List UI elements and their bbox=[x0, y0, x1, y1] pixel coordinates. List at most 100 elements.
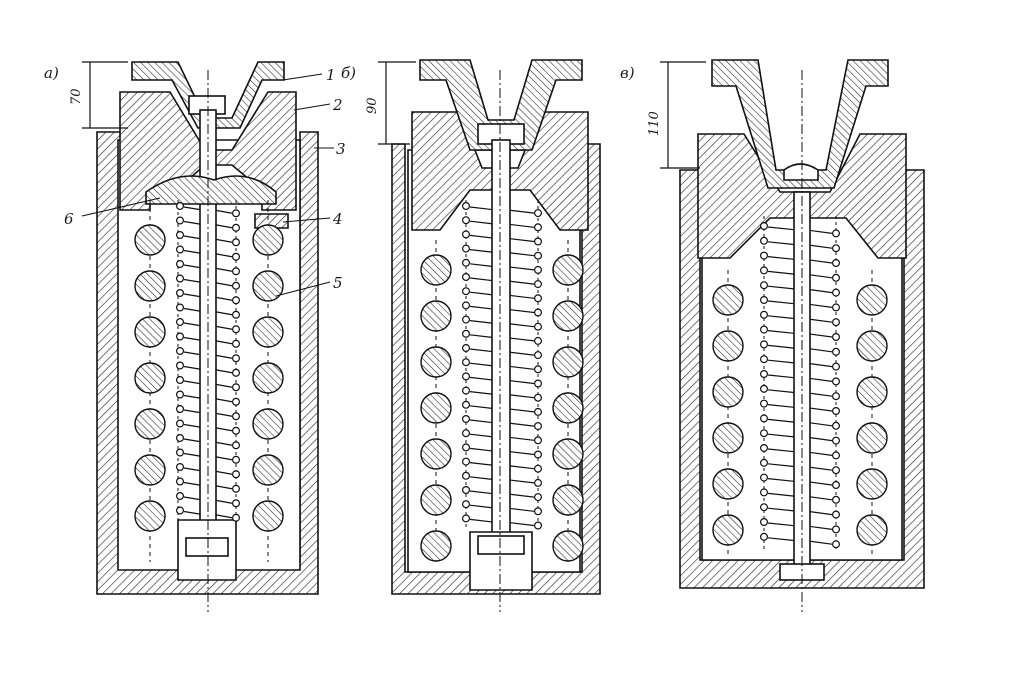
coil-wire bbox=[469, 419, 493, 424]
coil-wire bbox=[509, 507, 535, 512]
inner-coil-section bbox=[533, 280, 542, 289]
inner-coil-section bbox=[232, 513, 241, 522]
inner-coil-section bbox=[533, 450, 542, 459]
inner-coil-section bbox=[759, 473, 768, 482]
inner-coil-section bbox=[232, 223, 241, 232]
outer-coil-section bbox=[856, 376, 888, 408]
coil-wire bbox=[509, 294, 535, 299]
coil-wire bbox=[183, 249, 201, 254]
coil-wire bbox=[469, 376, 493, 381]
inner-coil-section bbox=[759, 488, 768, 497]
outer-coil-section bbox=[712, 422, 744, 454]
coil-wire bbox=[767, 330, 795, 334]
variant-a-spring-coils bbox=[134, 202, 284, 532]
variant-c-dimension: 110 bbox=[647, 111, 662, 136]
outer-coil-section bbox=[134, 316, 166, 348]
coil-wire bbox=[215, 282, 233, 287]
inner-coil-section bbox=[831, 362, 840, 371]
inner-coil-section bbox=[831, 333, 840, 342]
coil-wire bbox=[509, 337, 535, 342]
coil-wire bbox=[215, 253, 233, 258]
leader-lines bbox=[81, 73, 334, 297]
coil-wire bbox=[767, 389, 795, 394]
dimension-lines bbox=[82, 61, 706, 169]
inner-coil-section bbox=[176, 506, 185, 515]
variant-b-label: б) bbox=[341, 64, 356, 82]
coil-wire bbox=[469, 320, 493, 324]
inner-coil-section bbox=[759, 251, 768, 260]
inner-coil-section bbox=[831, 273, 840, 282]
coil-wire bbox=[215, 499, 233, 504]
inner-coil-section bbox=[533, 422, 542, 431]
inner-coil-section bbox=[533, 237, 542, 246]
inner-coil-section bbox=[462, 386, 471, 395]
inner-coil-section bbox=[176, 303, 185, 312]
coil-wire bbox=[183, 380, 201, 385]
coil-wire bbox=[809, 289, 833, 294]
coil-wire bbox=[469, 291, 493, 296]
inner-coil-section bbox=[831, 229, 840, 238]
inner-coil-section bbox=[176, 463, 185, 472]
inner-coil-section bbox=[462, 287, 471, 296]
coil-wire bbox=[183, 409, 201, 414]
inner-coil-section bbox=[176, 448, 185, 457]
outer-coil-section bbox=[712, 468, 744, 500]
outer-coil-section bbox=[552, 438, 584, 470]
inner-coil-section bbox=[176, 231, 185, 240]
inner-coil-section bbox=[831, 347, 840, 356]
coil-wire bbox=[469, 263, 493, 267]
inner-coil-section bbox=[462, 344, 471, 353]
center-lines bbox=[207, 70, 803, 612]
coil-wire bbox=[509, 209, 535, 214]
inner-coil-section bbox=[176, 260, 185, 269]
inner-coil-section bbox=[176, 419, 185, 428]
callout-4: 4 bbox=[332, 210, 343, 228]
inner-coil-section bbox=[759, 370, 768, 379]
coil-wire bbox=[809, 511, 833, 516]
inner-coil-section bbox=[176, 477, 185, 486]
coil-wire bbox=[809, 244, 833, 249]
coil-wire bbox=[509, 465, 535, 470]
variant-a-dimension: 70 bbox=[69, 88, 84, 105]
inner-coil-section bbox=[831, 436, 840, 445]
inner-coil-section bbox=[831, 421, 840, 430]
outer-coil-section bbox=[252, 224, 284, 256]
coil-wire bbox=[809, 348, 833, 353]
coil-wire bbox=[767, 507, 795, 512]
inner-coil-section bbox=[533, 365, 542, 374]
coil-wire bbox=[767, 256, 795, 260]
coil-wire bbox=[183, 452, 201, 457]
coil-wire bbox=[469, 504, 493, 509]
coil-wire bbox=[509, 436, 535, 441]
coil-wire bbox=[809, 392, 833, 397]
coil-wire bbox=[469, 206, 493, 211]
coil-wire bbox=[767, 300, 795, 305]
coil-wire bbox=[809, 407, 833, 412]
coil-wire bbox=[767, 270, 795, 275]
coil-wire bbox=[215, 441, 233, 446]
inner-coil-section bbox=[759, 266, 768, 275]
inner-coil-section bbox=[831, 288, 840, 297]
coil-wire bbox=[509, 365, 535, 370]
coil-wire bbox=[509, 323, 535, 328]
outer-coil-section bbox=[252, 454, 284, 486]
inner-coil-section bbox=[232, 426, 241, 435]
inner-coil-section bbox=[232, 383, 241, 392]
inner-coil-section bbox=[232, 325, 241, 334]
outer-coil-section bbox=[420, 392, 452, 424]
coil-wire bbox=[809, 259, 833, 264]
outer-coil-section bbox=[134, 408, 166, 440]
inner-coil-section bbox=[232, 397, 241, 406]
coil-wire bbox=[215, 470, 233, 475]
inner-coil-section bbox=[176, 289, 185, 298]
coil-wire bbox=[183, 438, 201, 443]
coil-wire bbox=[183, 235, 201, 240]
coil-wire bbox=[183, 496, 201, 501]
inner-coil-section bbox=[232, 441, 241, 450]
inner-coil-section bbox=[533, 407, 542, 416]
outer-coil-section bbox=[856, 468, 888, 500]
inner-coil-section bbox=[462, 372, 471, 381]
coil-wire bbox=[809, 451, 833, 456]
inner-coil-section bbox=[462, 443, 471, 452]
inner-coil-section bbox=[462, 486, 471, 495]
